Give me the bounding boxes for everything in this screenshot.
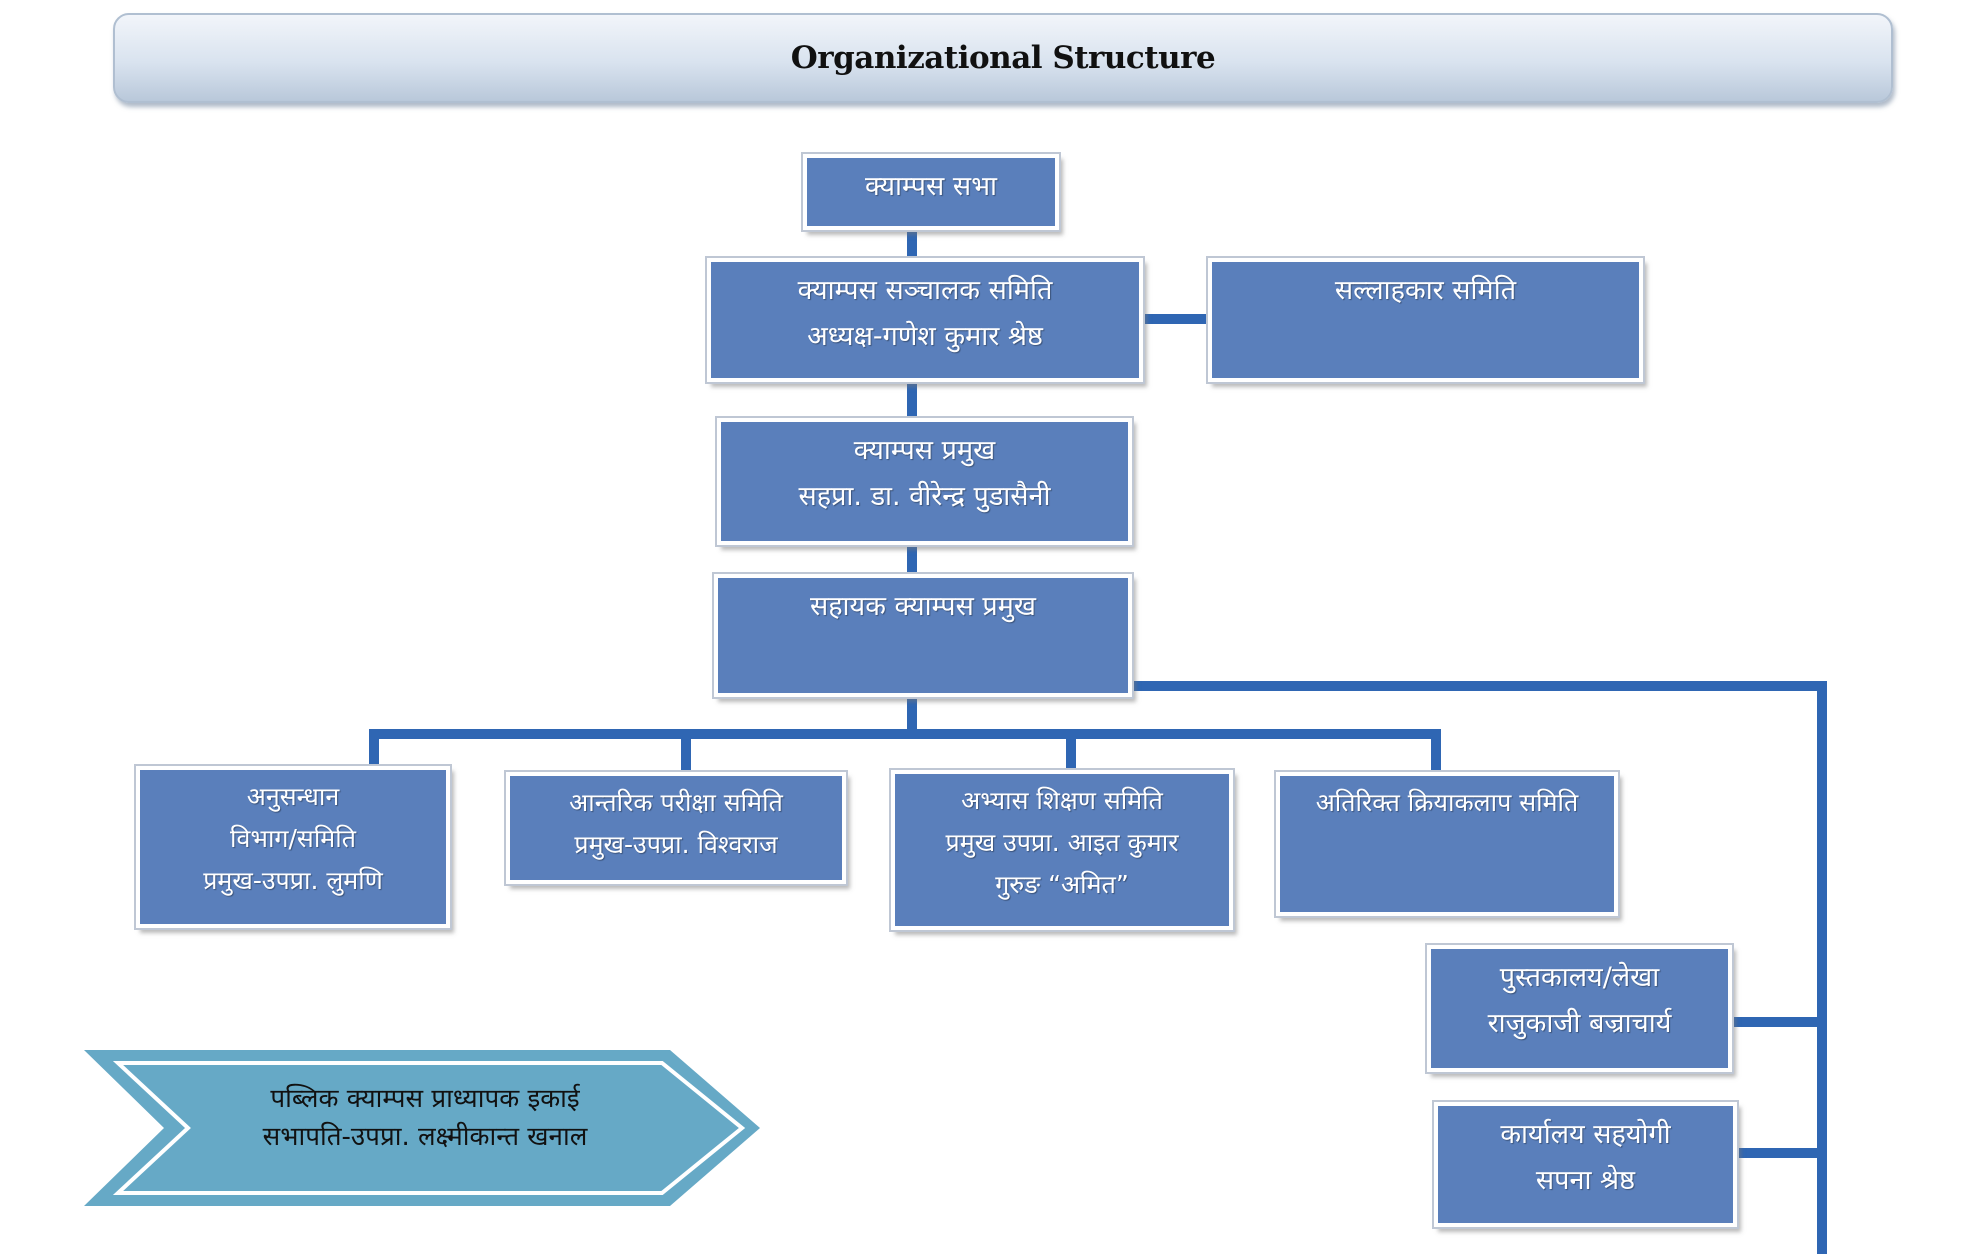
node-label: क्याम्पस प्रमुख [853, 435, 996, 466]
node-campus-assembly: क्याम्पस सभा [801, 152, 1061, 232]
node-sublabel: सहप्रा. डा. वीरेन्द्र पुडासैनी [798, 481, 1051, 512]
node-sublabel: प्रमुख-उपप्रा. विश्वराज [574, 830, 778, 859]
node-management-committee: क्याम्पस सञ्चालक समिति अध्यक्ष-गणेश कुमा… [705, 256, 1145, 384]
node-label: क्याम्पस सञ्चालक समिति [797, 275, 1053, 306]
node-label: पुस्तकालय/लेखा [1499, 962, 1660, 993]
node-sublabel: सपना श्रेष्ठ [1535, 1165, 1636, 1196]
node-internal-exam: आन्तरिक परीक्षा समिति प्रमुख-उपप्रा. विश… [504, 770, 848, 886]
node-label: सहायक क्याम्पस प्रमुख [809, 591, 1037, 622]
title-banner: Organizational Structure [113, 13, 1893, 103]
node-research: अनुसन्धान विभाग/समिति प्रमुख-उपप्रा. लुम… [134, 764, 452, 930]
chart-title: Organizational Structure [790, 40, 1216, 76]
node-sublabel: प्रमुख उपप्रा. आइत कुमार [945, 828, 1179, 857]
node-advisory-committee: सल्लाहकार समिति [1206, 256, 1645, 384]
node-sublabel: गुरुङ “अमित” [995, 870, 1129, 899]
node-label: सल्लाहकार समिति [1334, 275, 1517, 306]
node-sublabel: प्रमुख-उपप्रा. लुमणि [203, 866, 383, 895]
node-assistant-campus-chief: सहायक क्याम्पस प्रमुख [712, 572, 1134, 699]
teachers-unit-chair: सभापति-उपप्रा. लक्ष्मीकान्त खनाल [262, 1122, 588, 1152]
node-label: अनुसन्धान [246, 782, 340, 811]
node-library-accounts: पुस्तकालय/लेखा राजुकाजी बज्राचार्य [1425, 943, 1734, 1074]
node-label: अतिरिक्त क्रियाकलाप समिति [1315, 788, 1579, 817]
node-label: कार्यालय सहयोगी [1500, 1119, 1671, 1150]
node-sublabel: अध्यक्ष-गणेश कुमार श्रेष्ठ [807, 321, 1043, 352]
node-campus-chief: क्याम्पस प्रमुख सहप्रा. डा. वीरेन्द्र पु… [715, 416, 1134, 547]
node-label: आन्तरिक परीक्षा समिति [569, 788, 783, 817]
node-sublabel: विभाग/समिति [230, 824, 356, 853]
teachers-unit-name: पब्लिक क्याम्पस प्राध्यापक इकाई [270, 1084, 580, 1114]
node-office-assistant: कार्यालय सहयोगी सपना श्रेष्ठ [1432, 1100, 1739, 1229]
node-practice-teaching: अभ्यास शिक्षण समिति प्रमुख उपप्रा. आइत क… [889, 768, 1235, 932]
node-extra-activities: अतिरिक्त क्रियाकलाप समिति [1274, 770, 1620, 918]
teachers-unit-text: पब्लिक क्याम्पस प्राध्यापक इकाई सभापति-उ… [190, 1080, 660, 1156]
node-label: अभ्यास शिक्षण समिति [961, 786, 1163, 815]
node-label: क्याम्पस सभा [864, 171, 998, 202]
teachers-unit-banner [84, 1050, 760, 1206]
node-sublabel: राजुकाजी बज्राचार्य [1487, 1008, 1672, 1039]
